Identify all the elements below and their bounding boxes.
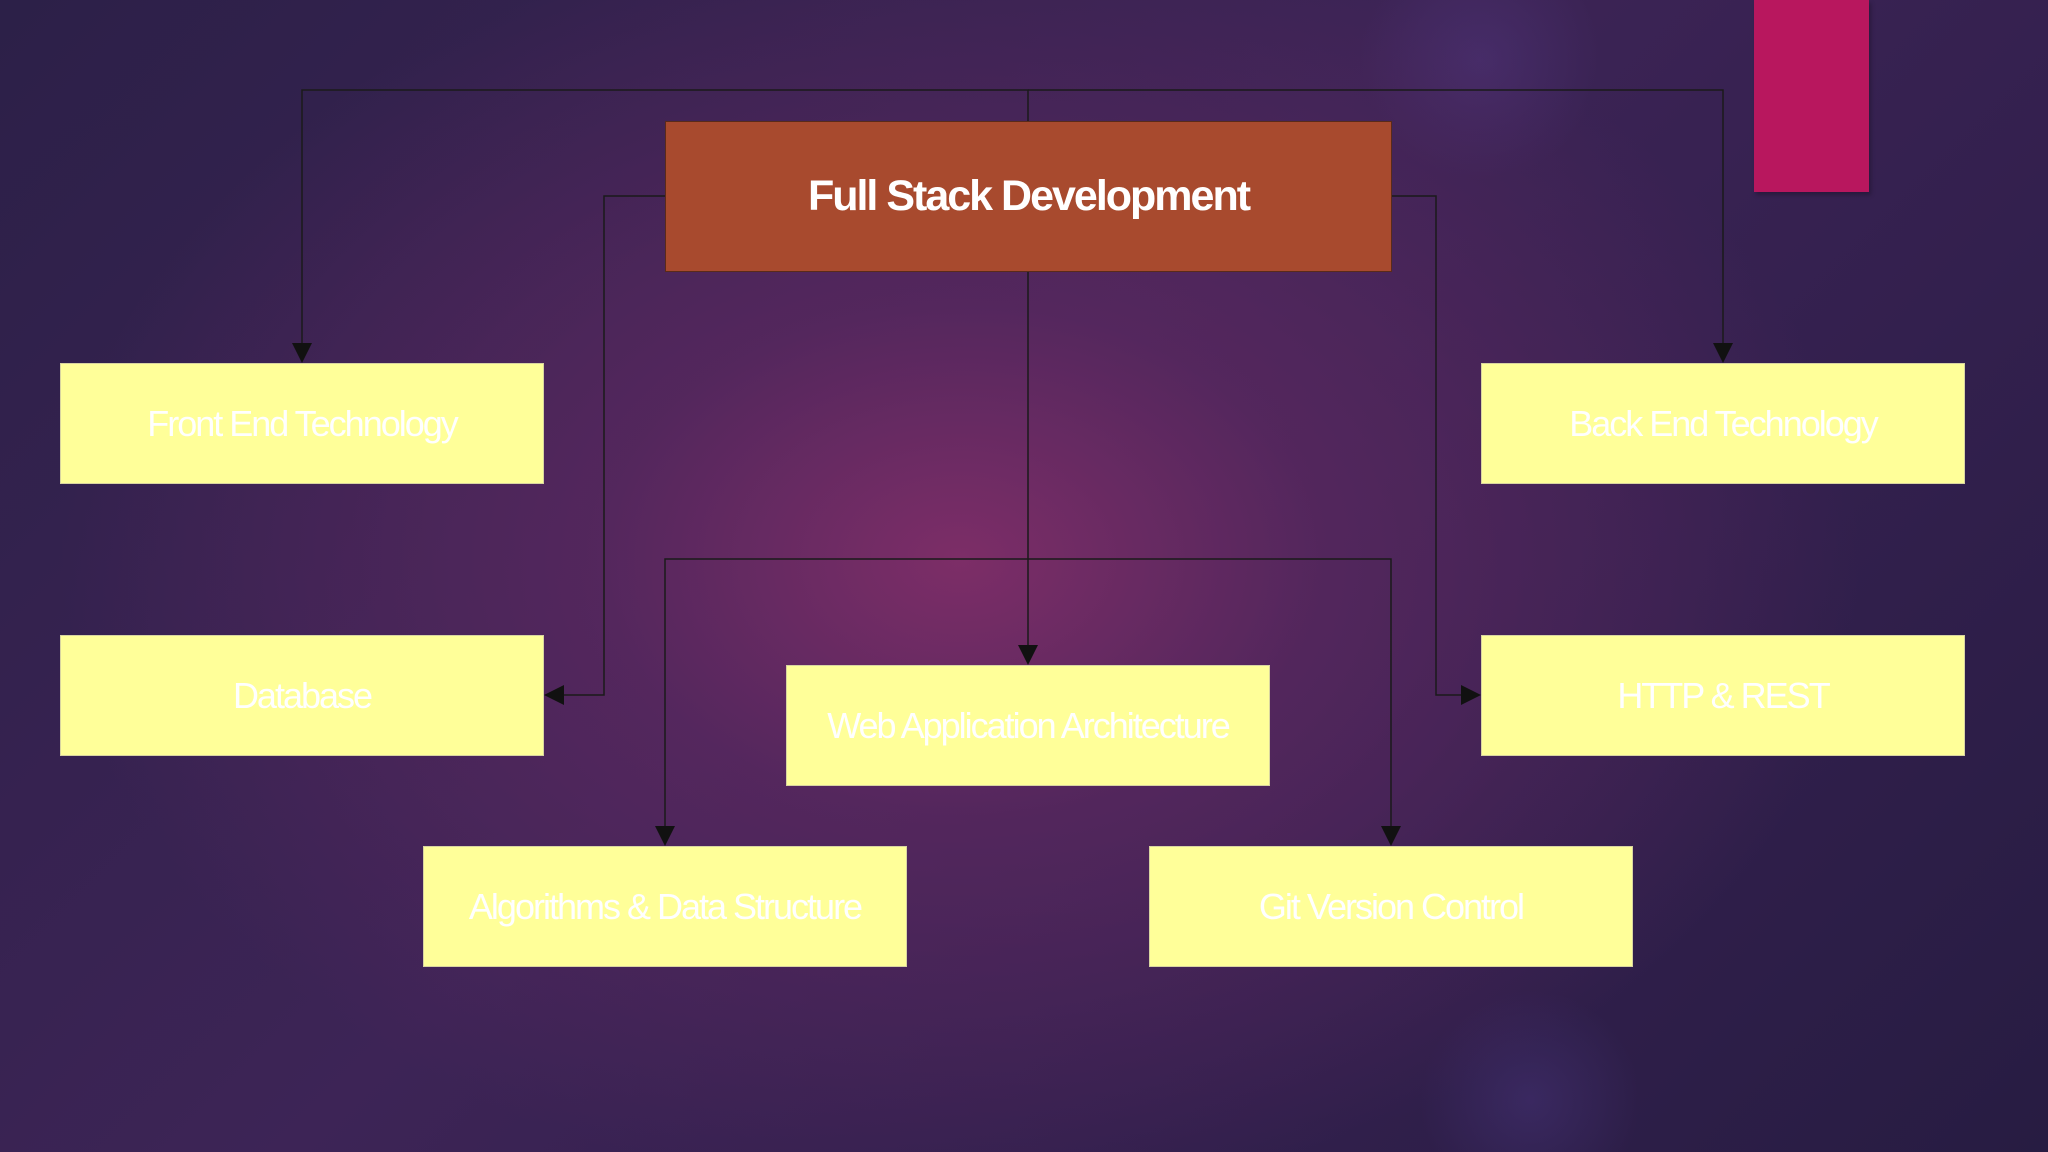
connector-http-rest xyxy=(1392,195,1481,705)
node-git-version-control[interactable]: Git Version Control xyxy=(1149,846,1633,967)
node-algorithms-data-structure[interactable]: Algorithms & Data Structure xyxy=(423,846,907,967)
node-front-end-technology[interactable]: Front End Technology xyxy=(60,363,544,484)
accent-bar xyxy=(1754,0,1869,192)
connector-database xyxy=(544,195,665,705)
node-back-end-technology[interactable]: Back End Technology xyxy=(1481,363,1965,484)
connector-back-end xyxy=(1028,89,1733,363)
node-web-application-architecture[interactable]: Web Application Architecture xyxy=(786,665,1270,786)
node-http-rest[interactable]: HTTP & REST xyxy=(1481,635,1965,756)
connector-algorithms xyxy=(655,558,1028,846)
node-database[interactable]: Database xyxy=(60,635,544,756)
connector-front-end xyxy=(292,89,1029,363)
root-node[interactable]: Full Stack Development xyxy=(665,121,1392,272)
connector-git xyxy=(1028,558,1401,846)
